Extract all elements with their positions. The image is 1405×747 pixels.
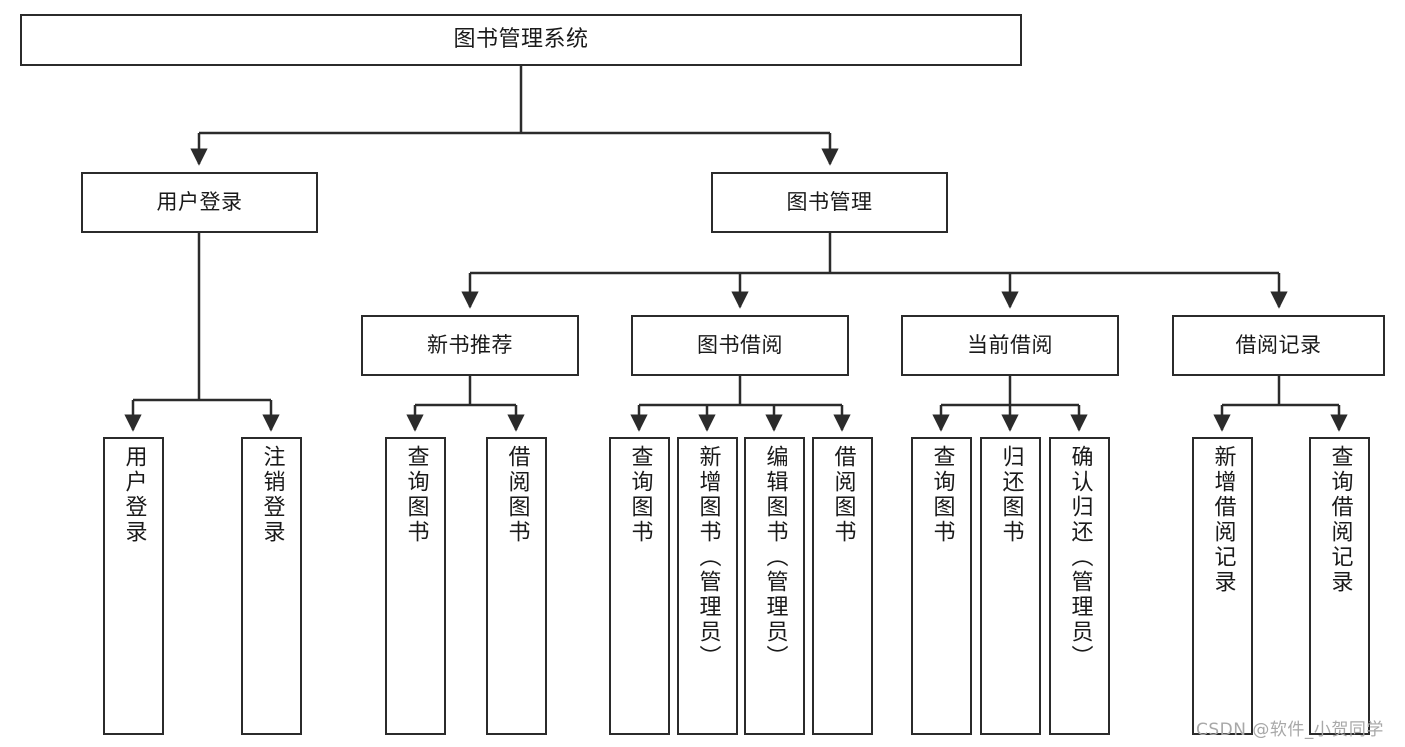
node-label: 编辑图书（管理员）	[762, 445, 788, 670]
leaf-borrow-record-query-record[interactable]: 查询借阅记录	[1309, 437, 1370, 735]
node-label: 查询图书	[929, 445, 955, 545]
node-label: 确认归还（管理员）	[1067, 445, 1093, 670]
leaf-current-borrow-query-book[interactable]: 查询图书	[911, 437, 972, 735]
node-new-book-recommend[interactable]: 新书推荐	[361, 315, 579, 376]
node-label: 图书管理	[786, 190, 873, 215]
leaf-user-login-login[interactable]: 用户登录	[103, 437, 164, 735]
leaf-book-borrow-add-book-admin[interactable]: 新增图书（管理员）	[677, 437, 738, 735]
node-book-borrow[interactable]: 图书借阅	[631, 315, 849, 376]
node-label: 图书管理系统	[453, 27, 589, 53]
leaf-book-borrow-query-book[interactable]: 查询图书	[609, 437, 670, 735]
leaf-current-borrow-confirm-return-admin[interactable]: 确认归还（管理员）	[1049, 437, 1110, 735]
node-label: 新增图书（管理员）	[695, 445, 721, 670]
node-label: 用户登录	[121, 445, 147, 545]
node-borrow-record[interactable]: 借阅记录	[1172, 315, 1385, 376]
node-label: 查询图书	[403, 445, 429, 545]
node-root-book-management-system[interactable]: 图书管理系统	[20, 14, 1022, 66]
leaf-current-borrow-return-book[interactable]: 归还图书	[980, 437, 1041, 735]
leaf-user-login-logout[interactable]: 注销登录	[241, 437, 302, 735]
node-label: 注销登录	[259, 445, 285, 545]
node-book-management[interactable]: 图书管理	[711, 172, 948, 233]
node-current-borrow[interactable]: 当前借阅	[901, 315, 1119, 376]
leaf-borrow-record-add-record[interactable]: 新增借阅记录	[1192, 437, 1253, 735]
node-label: 用户登录	[156, 190, 243, 215]
node-label: 新增借阅记录	[1210, 445, 1236, 595]
node-label: 借阅图书	[504, 445, 530, 545]
node-label: 查询图书	[627, 445, 653, 545]
node-label: 借阅图书	[830, 445, 856, 545]
node-label: 当前借阅	[967, 333, 1053, 358]
leaf-new-book-query-book[interactable]: 查询图书	[385, 437, 446, 735]
leaf-new-book-borrow-book[interactable]: 借阅图书	[486, 437, 547, 735]
node-label: 借阅记录	[1235, 333, 1322, 358]
watermark-text: CSDN @软件_小贺同学	[1196, 720, 1384, 740]
node-label: 新书推荐	[427, 333, 513, 358]
leaf-book-borrow-borrow-book[interactable]: 借阅图书	[812, 437, 873, 735]
node-label: 查询借阅记录	[1327, 445, 1353, 595]
node-label: 归还图书	[998, 445, 1024, 545]
node-user-login[interactable]: 用户登录	[81, 172, 318, 233]
node-label: 图书借阅	[697, 333, 783, 358]
leaf-book-borrow-edit-book-admin[interactable]: 编辑图书（管理员）	[744, 437, 805, 735]
